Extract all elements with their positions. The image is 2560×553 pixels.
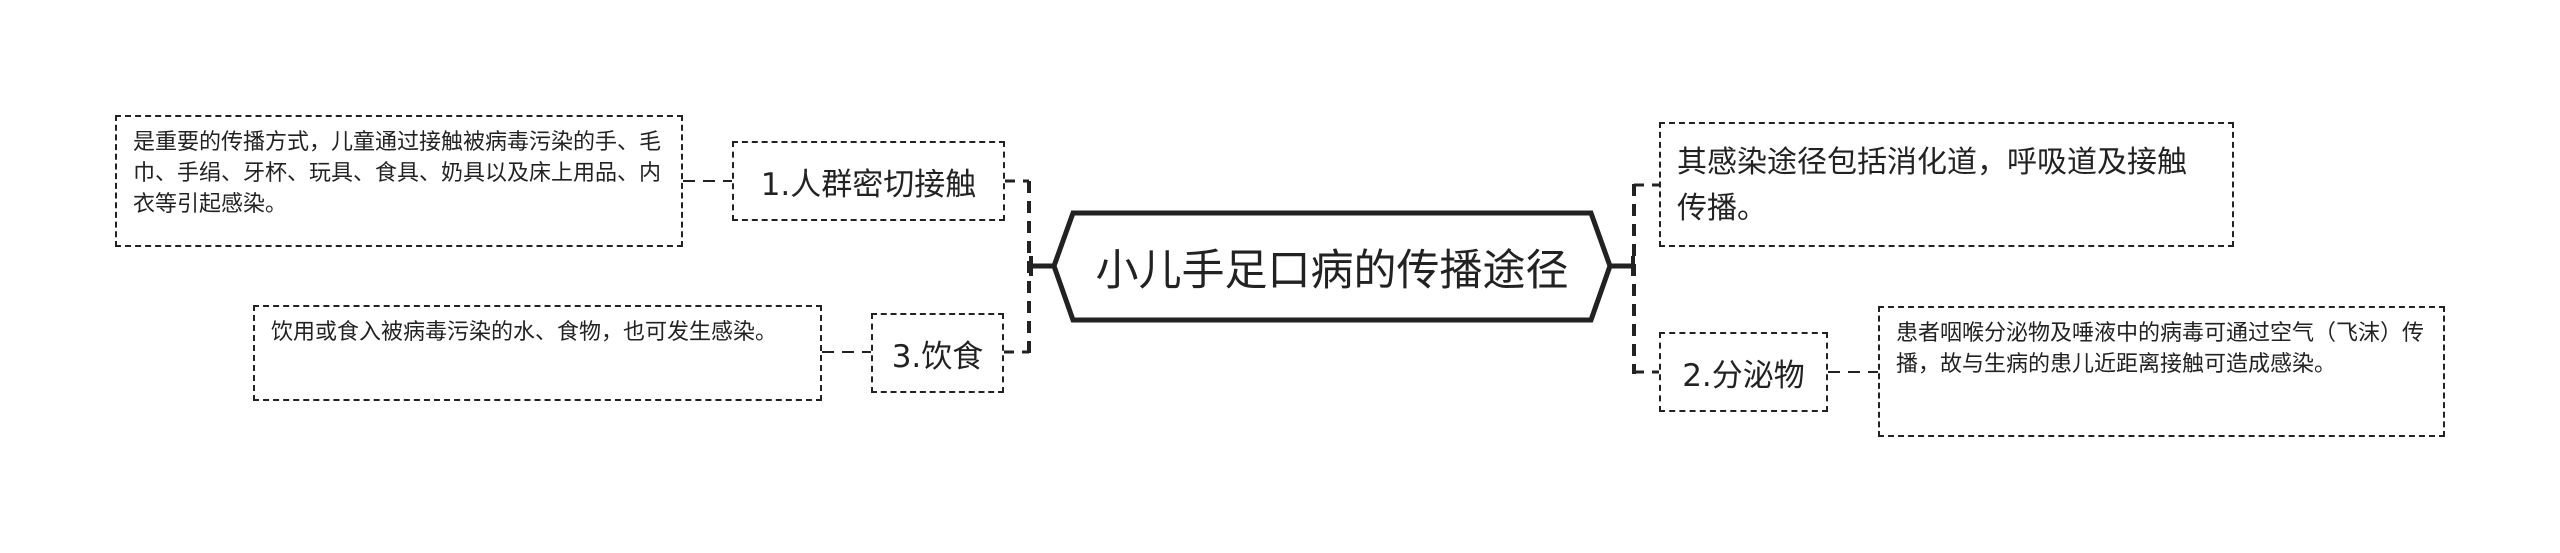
branch-node-close-contact-label: 1.人群密切接触 bbox=[760, 166, 977, 203]
branch-node-close-contact[interactable]: 1.人群密切接触 bbox=[732, 141, 1005, 221]
detail-diet[interactable]: 饮用或食入被病毒污染的水、食物，也可发生感染。 bbox=[253, 305, 822, 401]
branch-node-diet[interactable]: 3.饮食 bbox=[871, 313, 1004, 393]
root-topic[interactable]: 小儿手足口病的传播途径 bbox=[1095, 245, 1569, 296]
detail-diet-text: 饮用或食入被病毒污染的水、食物，也可发生感染。 bbox=[271, 320, 778, 345]
branch-node-secretions-label: 2.分泌物 bbox=[1682, 357, 1805, 394]
detail-infection-routes-text: 其感染途径包括消化道，呼吸道及接触传播。 bbox=[1677, 145, 2187, 226]
detail-close-contact-text: 是重要的传播方式，儿童通过接触被病毒污染的手、毛巾、手绢、牙杯、玩具、食具、奶具… bbox=[133, 130, 662, 217]
detail-secretions-text: 患者咽喉分泌物及唾液中的病毒可通过空气（飞沫）传播，故与生病的患儿近距离接触可造… bbox=[1896, 321, 2425, 377]
detail-close-contact[interactable]: 是重要的传播方式，儿童通过接触被病毒污染的手、毛巾、手绢、牙杯、玩具、食具、奶具… bbox=[115, 115, 683, 247]
detail-secretions[interactable]: 患者咽喉分泌物及唾液中的病毒可通过空气（飞沫）传播，故与生病的患儿近距离接触可造… bbox=[1878, 306, 2445, 437]
branch-node-diet-label: 3.饮食 bbox=[891, 338, 984, 375]
branch-node-secretions[interactable]: 2.分泌物 bbox=[1659, 332, 1828, 412]
detail-infection-routes[interactable]: 其感染途径包括消化道，呼吸道及接触传播。 bbox=[1659, 122, 2234, 247]
